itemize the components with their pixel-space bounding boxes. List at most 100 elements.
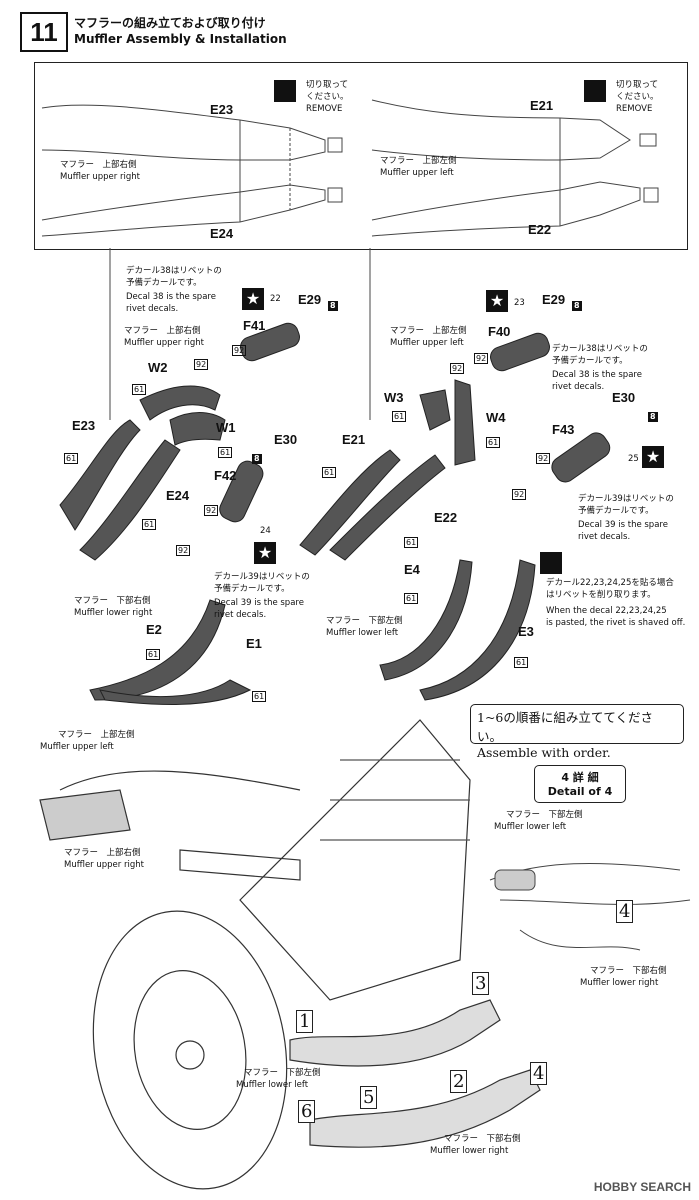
mr-f40-num: 92 — [474, 353, 489, 364]
detail-en: Detail of 4 — [547, 785, 613, 798]
ml-e30: E30 — [274, 432, 298, 447]
ml-e30-num: 8 — [252, 454, 262, 464]
ml-lower-en: Muffler lower right — [74, 608, 153, 618]
ml-decal-jp-2: 予備デカールです。 — [126, 278, 202, 288]
ml-upper-jp: マフラー 上部右側 — [124, 326, 201, 336]
assembly-order-note: 1~6の順番に組み立ててください。 Assemble with order. — [470, 704, 684, 760]
ml-pin-92-b: 92 — [176, 545, 191, 556]
middle-left-parts — [59, 322, 300, 705]
bt-detail-lower-left-jp: マフラー 下部左側 — [506, 810, 583, 820]
mr-f40: F40 — [488, 324, 511, 339]
ml-decal39-en-1: Decal 39 is the spare — [214, 598, 304, 608]
ml-f42: F42 — [214, 468, 237, 483]
mr-upper-en: Muffler upper left — [390, 338, 464, 348]
top-left-label-en: Muffler upper right — [60, 172, 140, 182]
order-step-4: 4 — [530, 1062, 548, 1085]
ml-decal-en-1: Decal 38 is the spare — [126, 292, 216, 302]
mr-w4: W4 — [486, 410, 506, 425]
ml-f41-num: 92 — [232, 345, 247, 356]
detail-jp: 4 詳 細 — [561, 771, 599, 784]
mr-e29-num: 8 — [572, 301, 582, 311]
mr-e29: E29 — [542, 292, 566, 307]
mr-decal39-jp-1: デカール39はリベットの — [578, 494, 674, 504]
cut-jp-left-2: ください。 — [306, 92, 349, 102]
mr-decal-jp-1: デカール38はリベットの — [552, 344, 648, 354]
bt-lower-right-jp: マフラー 下部右側 — [444, 1134, 521, 1144]
star-decal-icon-25: ★ — [642, 446, 664, 468]
mr-e4: E4 — [404, 562, 420, 577]
ml-f42-num: 92 — [204, 505, 219, 516]
ml-decal-en-2: rivet decals. — [126, 304, 179, 314]
part-e22-top: E22 — [528, 222, 552, 237]
middle-right-parts — [299, 332, 611, 701]
detail-step-number: 4 — [616, 900, 634, 923]
top-right-label-en: Muffler upper left — [380, 168, 454, 178]
top-panel-frame — [34, 62, 688, 250]
bt-lower-left-en: Muffler lower left — [236, 1080, 309, 1090]
star-decal-icon-24: ★ — [254, 542, 276, 564]
ml-star-num: 22 — [270, 294, 281, 304]
mr-star2-num: 25 — [628, 454, 639, 464]
mr-shave-en-1: When the decal 22,23,24,25 — [546, 606, 667, 616]
remove-icon-left — [274, 80, 296, 102]
title-en: Muffler Assembly & Installation — [74, 32, 287, 46]
mr-w3-num: 61 — [392, 411, 407, 422]
ml-e1-num: 61 — [252, 691, 267, 702]
ml-f41: F41 — [243, 318, 266, 333]
title-jp: マフラーの組み立ておよび取り付け — [74, 16, 266, 30]
mr-f43-num: 92 — [536, 453, 551, 464]
detail-title-box: 4 詳 細 Detail of 4 — [534, 765, 626, 803]
cut-jp-right-2: ください。 — [616, 92, 659, 102]
mr-e30: E30 — [612, 390, 636, 405]
bt-upper-left-jp: マフラー 上部左側 — [58, 730, 135, 740]
mr-e22: E22 — [434, 510, 458, 525]
bt-detail-lower-left-en: Muffler lower left — [494, 822, 567, 832]
bt-detail-lower-right-jp: マフラー 下部右側 — [590, 966, 667, 976]
ml-w1-num: 61 — [218, 447, 233, 458]
mr-star-num: 23 — [514, 298, 525, 308]
mr-lower-jp: マフラー 下部左側 — [326, 616, 403, 626]
mr-e30-num: 8 — [648, 412, 658, 422]
mr-w4-num: 61 — [486, 437, 501, 448]
cut-en-left: REMOVE — [306, 104, 343, 114]
part-e21-top: E21 — [530, 98, 554, 113]
mr-decal-jp-2: 予備デカールです。 — [552, 356, 628, 366]
mr-pin-92-b: 92 — [512, 489, 527, 500]
cut-jp-right-1: 切り取って — [616, 80, 659, 90]
detail-inset-drawing — [489, 862, 691, 951]
mr-decal-en-1: Decal 38 is the spare — [552, 370, 642, 380]
ml-e24: E24 — [166, 488, 190, 503]
top-right-label-jp: マフラー 上部左側 — [380, 156, 457, 166]
ml-e1: E1 — [246, 636, 262, 651]
ml-e29-num: 8 — [328, 301, 338, 311]
mr-decal-en-2: rivet decals. — [552, 382, 605, 392]
mr-shave-en-2: is pasted, the rivet is shaved off. — [546, 618, 686, 628]
ml-e23: E23 — [72, 418, 96, 433]
order-step-2: 2 — [450, 1070, 468, 1093]
top-left-label-jp: マフラー 上部右側 — [60, 160, 137, 170]
ml-decal39-en-2: rivet decals. — [214, 610, 267, 620]
ml-upper-en: Muffler upper right — [124, 338, 204, 348]
mr-e3: E3 — [518, 624, 534, 639]
order-jp: 1~6の順番に組み立ててください。 — [477, 710, 654, 744]
order-step-1: 1 — [296, 1010, 314, 1033]
motorcycle-drawing — [39, 719, 541, 1190]
bt-upper-right-jp: マフラー 上部右側 — [64, 848, 141, 858]
mr-shave-jp-1: デカール22,23,24,25を貼る場合 — [546, 578, 674, 588]
step-number: 11 — [30, 16, 58, 47]
shave-rivet-icon — [540, 552, 562, 574]
ml-w1: W1 — [216, 420, 236, 435]
mr-decal39-en-1: Decal 39 is the spare — [578, 520, 668, 530]
bt-upper-left-en: Muffler upper left — [40, 742, 114, 752]
mr-upper-jp: マフラー 上部左側 — [390, 326, 467, 336]
bt-lower-right-en: Muffler lower right — [430, 1146, 509, 1156]
top-right-muffler-drawing — [371, 99, 659, 237]
part-e23-top: E23 — [210, 102, 234, 117]
top-left-muffler-drawing — [41, 104, 343, 237]
mr-decal39-jp-2: 予備デカールです。 — [578, 506, 654, 516]
mr-w3: W3 — [384, 390, 404, 405]
mr-e3-num: 61 — [514, 657, 529, 668]
bt-upper-right-en: Muffler upper right — [64, 860, 144, 870]
mr-f43: F43 — [552, 422, 575, 437]
star-decal-icon-23: ★ — [486, 290, 508, 312]
